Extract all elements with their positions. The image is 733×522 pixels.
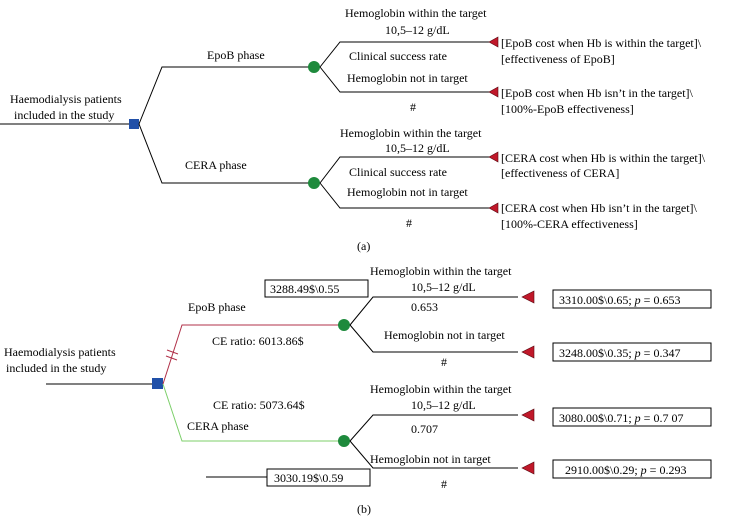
cera-phase-label: CERA phase (185, 158, 247, 172)
cera-hash-symbol: # (406, 216, 412, 230)
epob-hb-within-label-b: Hemoglobin within the target (370, 264, 512, 278)
epob-outcome-1-box (552, 289, 712, 309)
cera-upper-branch (319, 156, 490, 184)
epob-outcome-2-box (552, 342, 712, 362)
cera-hb-within-label-b: Hemoglobin within the target (370, 382, 512, 396)
epob-hb-not-label-b: Hemoglobin not in target (384, 328, 505, 342)
epob-outcome-1-line1: [EpoB cost when Hb is within the target]… (501, 36, 702, 50)
cera-hb-within-label: Hemoglobin within the target (340, 126, 482, 140)
root-label-line1: Haemodialysis patients (10, 92, 122, 106)
cera-value-box-text: 3030.19$\0.59 (274, 471, 343, 485)
cera-terminal-2 (488, 202, 499, 214)
epob-phase-label: EpoB phase (207, 48, 265, 62)
cera-value-box (266, 468, 371, 487)
cera-phase-label-b: CERA phase (187, 419, 249, 433)
cera-chance-node-b (338, 435, 350, 447)
cera-branch (138, 123, 312, 184)
epob-probability: 0.653 (411, 300, 438, 314)
panel-a: Haemodialysis patients included in the s… (0, 6, 706, 253)
root-label-b-line1: Haemodialysis patients (4, 345, 116, 359)
cera-outcome-2-text: 2910.00$\0.29; p = 0.293 (565, 463, 686, 477)
epob-chance-node-b (338, 319, 350, 331)
root-label-b-line2: included in the study (6, 361, 106, 375)
epob-hash-symbol-b: # (441, 355, 447, 369)
panel-b: Haemodialysis patients included in the s… (4, 264, 712, 516)
root-label-line2: included in the study (14, 108, 114, 122)
cera-terminal-1 (488, 151, 499, 163)
epob-terminal-2-b (521, 345, 535, 359)
epob-hb-within-label: Hemoglobin within the target (345, 6, 487, 20)
epob-upper-branch (319, 41, 490, 68)
epob-lower-branch-b (349, 324, 518, 353)
cera-outcome-1-box (552, 407, 712, 427)
epob-terminal-2 (488, 86, 499, 98)
cera-hb-range: 10,5–12 g/dL (385, 141, 450, 155)
epob-terminal-1-b (521, 290, 535, 304)
cera-outcome-2-line2: [100%-CERA effectiveness] (501, 217, 638, 231)
epob-clinical-success-label: Clinical success rate (349, 49, 447, 63)
epob-upper-branch-b (349, 296, 518, 326)
pruned-mark-2 (165, 355, 178, 361)
cera-chance-node (308, 177, 320, 189)
cera-outcome-2-box (552, 459, 712, 479)
cera-hash-symbol-b: # (441, 477, 447, 491)
cera-outcome-1-text: 3080.00$\0.71; p = 0.7 07 (559, 411, 683, 425)
cera-clinical-success-label: Clinical success rate (349, 165, 447, 179)
epob-outcome-2-text: 3248.00$\0.35; p = 0.347 (559, 346, 680, 360)
epob-ce-ratio: CE ratio: 6013.86$ (212, 334, 304, 348)
pruned-mark-1 (166, 349, 179, 355)
epob-phase-label-b: EpoB phase (188, 300, 246, 314)
cera-hb-range-b: 10,5–12 g/dL (411, 398, 476, 412)
epob-lower-branch (319, 66, 490, 93)
cera-hb-not-label-b: Hemoglobin not in target (370, 452, 491, 466)
panel-a-caption: (a) (357, 239, 370, 253)
cera-terminal-1-b (521, 408, 535, 422)
epob-value-box-text: 3288.49$\0.55 (270, 282, 339, 296)
cera-hb-not-label: Hemoglobin not in target (347, 185, 468, 199)
epob-outcome-2-line1: [EpoB cost when Hb isn’t in the target]\ (501, 86, 694, 100)
cera-probability: 0.707 (411, 422, 438, 436)
panel-b-caption: (b) (357, 502, 371, 516)
cera-ce-ratio: CE ratio: 5073.64$ (213, 398, 305, 412)
decision-node-b (152, 378, 163, 389)
decision-node (129, 119, 139, 129)
epob-outcome-1-text: 3310.00$\0.65; p = 0.653 (559, 293, 680, 307)
epob-outcome-2-line2: [100%-EpoB effectiveness] (501, 102, 634, 116)
cera-lower-branch-b (349, 440, 518, 469)
epob-hash-symbol: # (410, 100, 416, 114)
epob-hb-not-label: Hemoglobin not in target (347, 71, 468, 85)
epob-branch-b (162, 324, 340, 385)
epob-hb-range-b: 10,5–12 g/dL (411, 280, 476, 294)
cera-terminal-2-b (521, 461, 535, 475)
cera-outcome-1-line2: [effectiveness of CERA] (501, 166, 619, 180)
epob-value-box (264, 279, 369, 298)
epob-chance-node (308, 61, 320, 73)
epob-terminal-1 (488, 36, 499, 48)
epob-branch (138, 66, 312, 125)
epob-hb-range: 10,5–12 g/dL (385, 23, 450, 37)
epob-outcome-1-line2: [effectiveness of EpoB] (501, 52, 615, 66)
cera-lower-branch (319, 182, 490, 209)
cera-outcome-2-line1: [CERA cost when Hb isn’t in the target]\ (501, 201, 698, 215)
cera-outcome-1-line1: [CERA cost when Hb is within the target]… (501, 151, 706, 165)
cera-branch-b (162, 383, 340, 442)
cera-upper-branch-b (349, 414, 518, 442)
